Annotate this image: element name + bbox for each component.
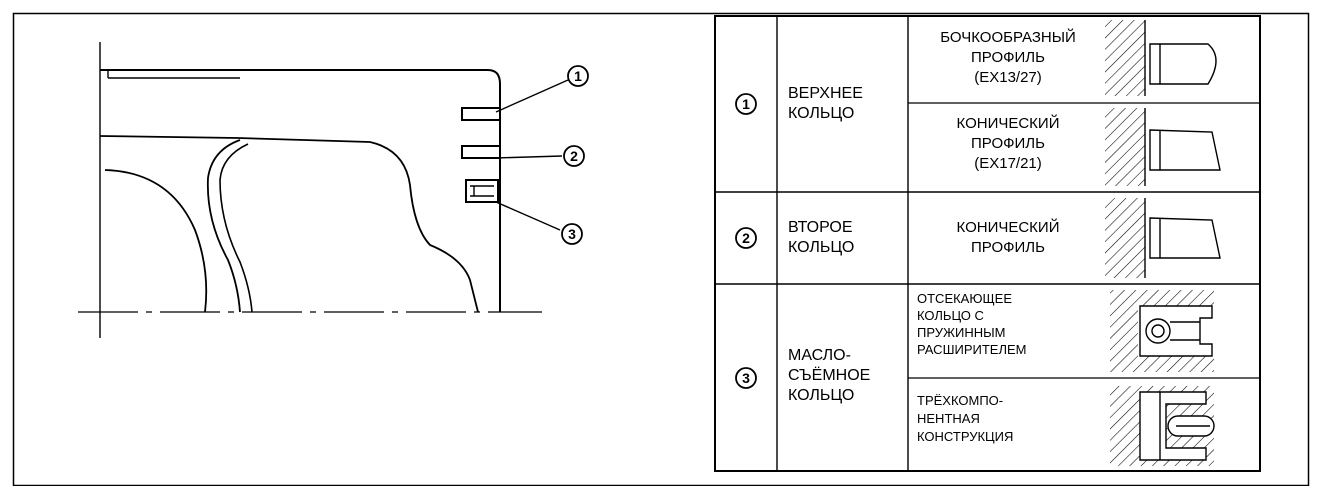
callout-circle-1 bbox=[567, 65, 589, 87]
piston-section-drawing bbox=[78, 42, 542, 338]
ring-number-1: 1 bbox=[742, 96, 750, 112]
profile-1a-line-2: ПРОФИЛЬ bbox=[971, 49, 1045, 66]
taper-profile-icon-1 bbox=[1105, 108, 1221, 186]
ring-name-3-line-3: КОЛЬЦО bbox=[788, 387, 854, 404]
top-ring bbox=[461, 107, 500, 121]
ring-name-1-line-1: ВЕРХНЕЕ bbox=[788, 85, 863, 102]
ring-number-3: 3 bbox=[742, 370, 750, 386]
callout-circle-2 bbox=[563, 145, 585, 167]
piston-crown-outline bbox=[100, 69, 501, 312]
barrel-profile-icon bbox=[1105, 20, 1217, 96]
profile-1b-line-1: КОНИЧЕСКИЙ bbox=[957, 114, 1060, 132]
table-border bbox=[714, 15, 1261, 472]
ring-name-1-line-2: КОЛЬЦО bbox=[788, 105, 854, 122]
profile-3a-line-3: ПРУЖИННЫМ bbox=[917, 325, 1005, 340]
profile-3a-line-4: РАСШИРИТЕЛЕМ bbox=[917, 342, 1027, 357]
profile-2-line-1: КОНИЧЕСКИЙ bbox=[957, 218, 1060, 236]
spring-expander-ring-icon bbox=[1110, 290, 1214, 372]
taper-profile-icon-2 bbox=[1105, 198, 1221, 278]
callout-leaders bbox=[495, 65, 589, 245]
profile-2-line-2: ПРОФИЛЬ bbox=[971, 239, 1045, 256]
ring-name-2-line-2: КОЛЬЦО bbox=[788, 239, 854, 256]
ring-number-circle-3 bbox=[735, 367, 757, 389]
callout-label-2: 2 bbox=[570, 148, 578, 164]
profile-3a-line-2: КОЛЬЦО С bbox=[917, 308, 984, 323]
second-ring bbox=[461, 145, 500, 159]
profile-3a-line-1: ОТСЕКАЮЩЕЕ bbox=[917, 291, 1012, 306]
profile-3b-line-3: КОНСТРУКЦИЯ bbox=[917, 429, 1013, 444]
profile-1b-line-3: (EX17/21) bbox=[974, 155, 1042, 172]
profile-1a-line-3: (EX13/27) bbox=[974, 69, 1042, 86]
callout-label-1: 1 bbox=[574, 68, 582, 84]
profile-1a-line-1: БОЧКООБРАЗНЫЙ bbox=[940, 28, 1076, 46]
callout-circle-3 bbox=[561, 223, 583, 245]
oil-ring bbox=[465, 179, 499, 203]
ring-table bbox=[714, 15, 1261, 472]
profile-1b-line-2: ПРОФИЛЬ bbox=[971, 135, 1045, 152]
ring-name-2-line-1: ВТОРОЕ bbox=[788, 219, 853, 236]
callout-label-3: 3 bbox=[568, 226, 576, 242]
ring-name-3-line-1: МАСЛО- bbox=[788, 347, 851, 364]
profile-3b-line-1: ТРЁХКОМПО- bbox=[917, 393, 1003, 408]
three-piece-ring-icon bbox=[1110, 386, 1215, 466]
ring-number-circle-1 bbox=[735, 93, 757, 115]
ring-number-circle-2 bbox=[735, 227, 757, 249]
ring-name-3-line-2: СЪЁМНОЕ bbox=[788, 366, 870, 384]
ring-number-2: 2 bbox=[742, 230, 750, 246]
pin-boss-outer-arc bbox=[104, 169, 208, 313]
profile-3b-line-2: НЕНТНАЯ bbox=[917, 411, 980, 426]
